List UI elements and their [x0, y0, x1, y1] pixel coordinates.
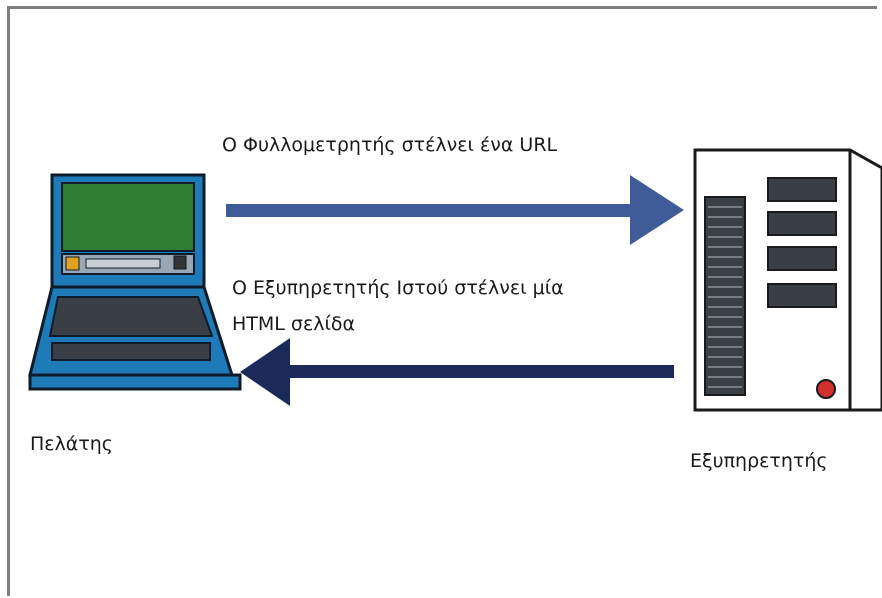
client-label: Πελάτης	[30, 433, 113, 455]
laptop-icon	[28, 173, 242, 391]
response-label-line1: Ο Εξυπηρετητής Ιστού στέλνει μία	[232, 277, 564, 299]
request-arrow	[226, 175, 684, 245]
response-arrow	[240, 338, 674, 406]
response-label-line2: HTML σελίδα	[232, 313, 356, 335]
server-label: Εξυπηρετητής	[690, 450, 828, 472]
server-tower-icon	[693, 148, 882, 412]
diagram-frame	[7, 6, 877, 596]
request-label: Ο Φυλλομετρητής στέλνει ένα URL	[222, 134, 558, 156]
